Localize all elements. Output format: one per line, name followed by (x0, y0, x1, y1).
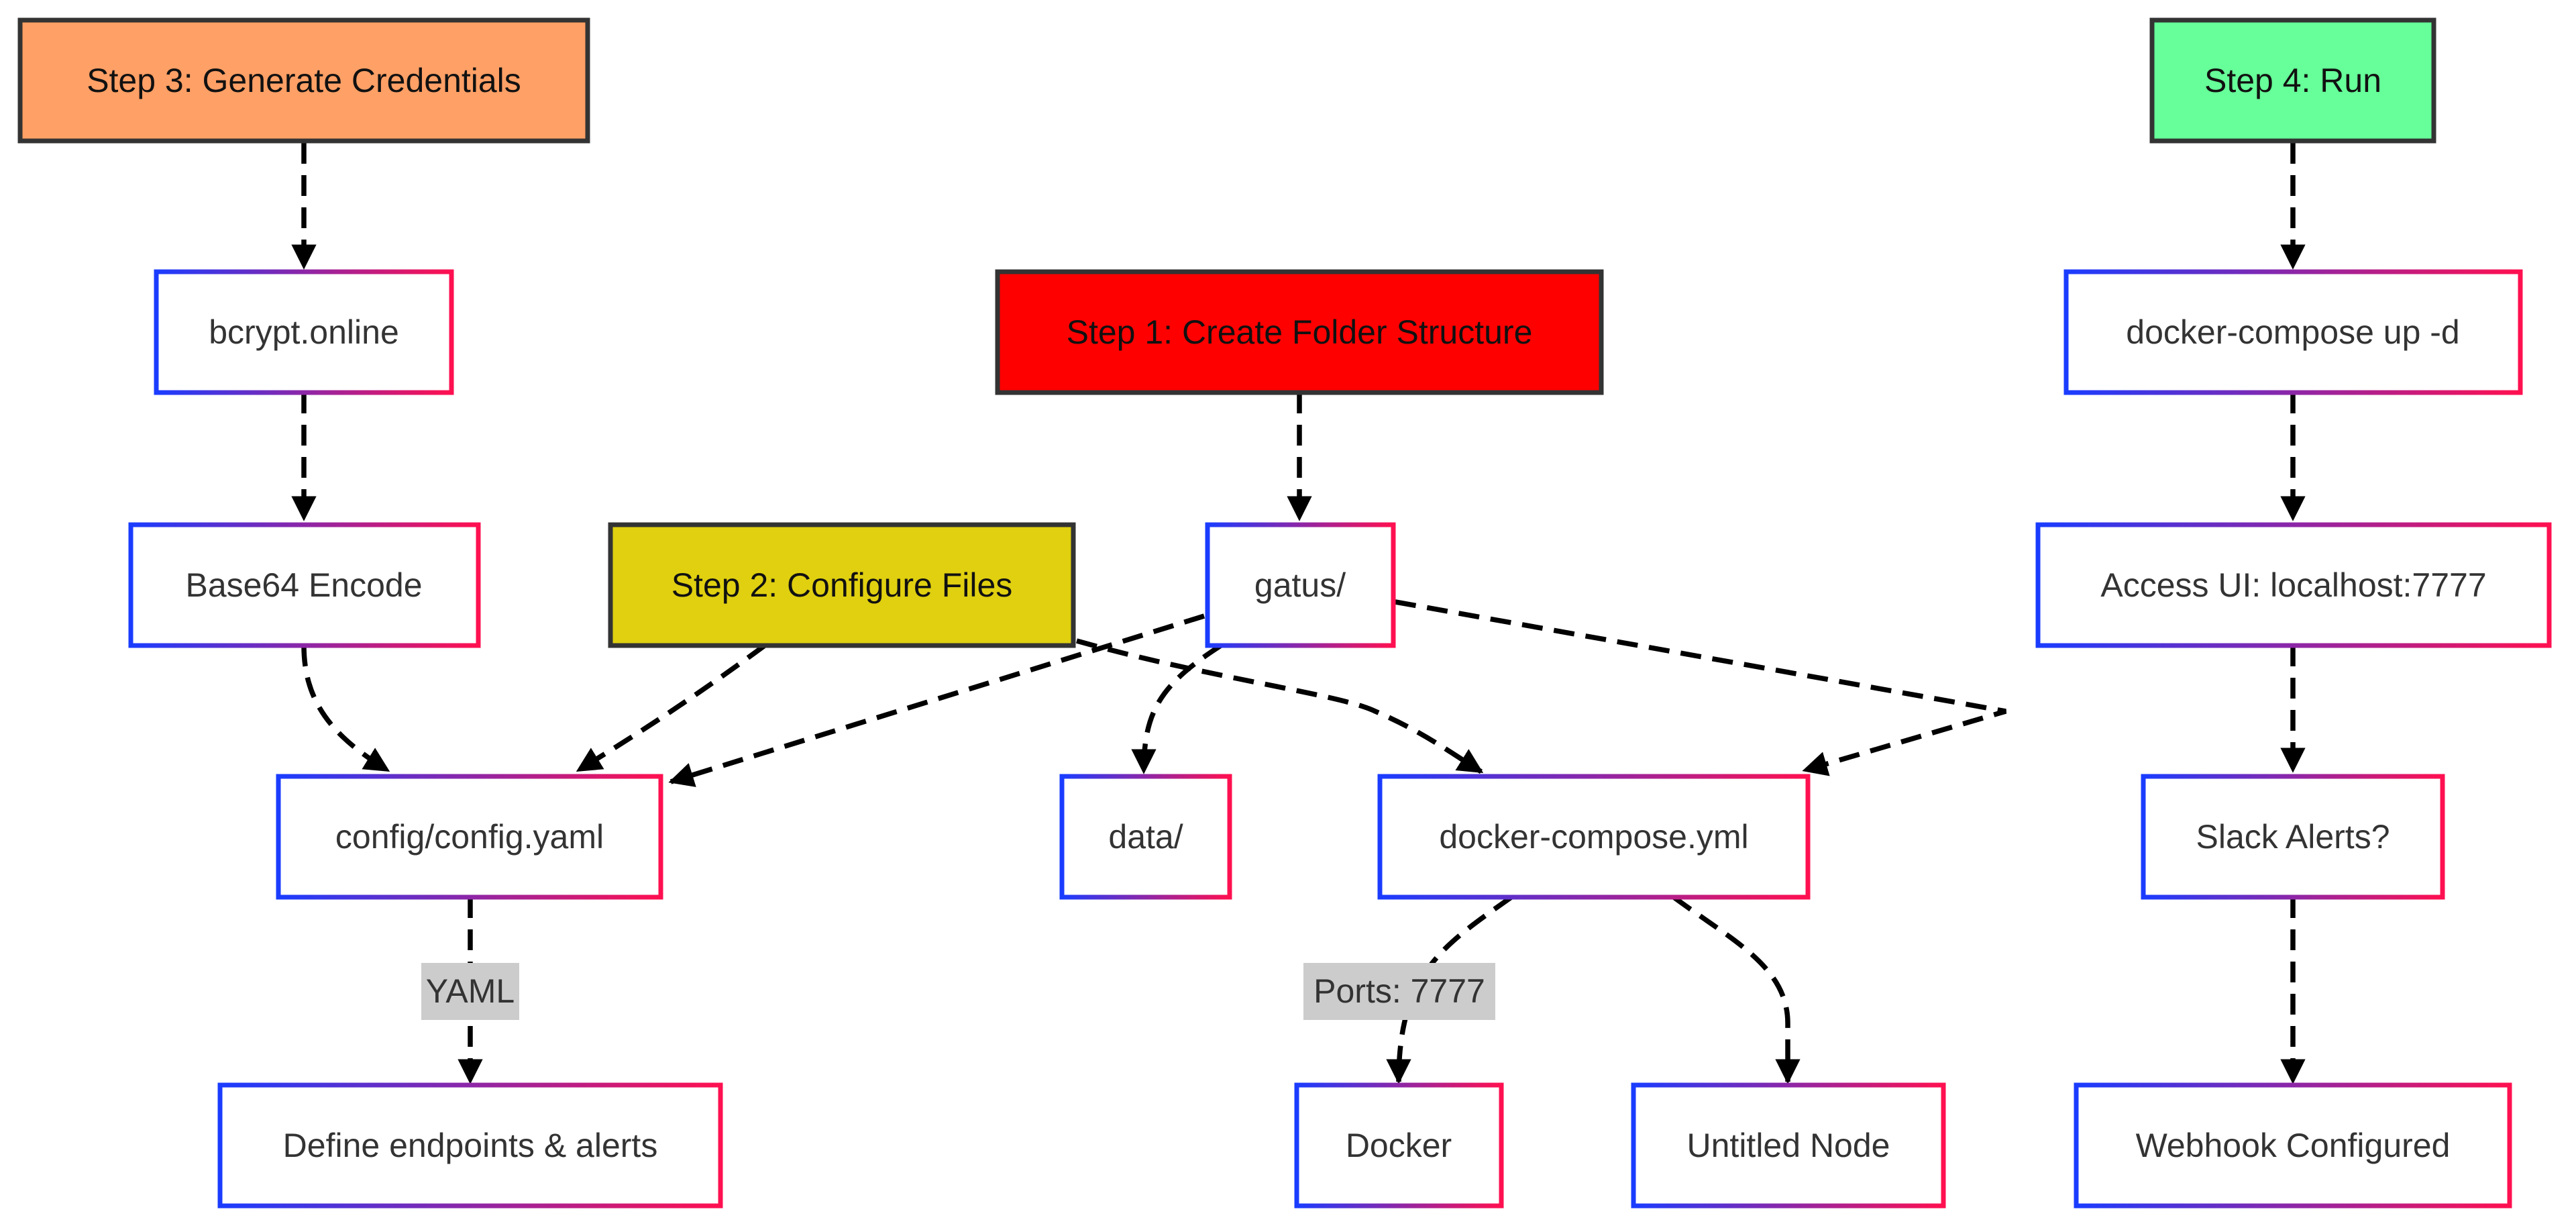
node-define-endpoints-label: Define endpoints & alerts (283, 1127, 658, 1164)
node-compose-up-label: docker-compose up -d (2126, 313, 2459, 351)
node-data[interactable]: data/ (1059, 774, 1232, 900)
node-config-yaml[interactable]: config/config.yaml (276, 774, 663, 900)
node-docker-compose-yml-label: docker-compose.yml (1439, 818, 1748, 856)
node-webhook-label: Webhook Configured (2136, 1127, 2451, 1164)
edge-dockercompose-to-untitled (1672, 894, 1801, 1084)
node-untitled[interactable]: Untitled Node (1631, 1082, 1946, 1209)
step2-node[interactable]: Step 2: Configure Files (608, 522, 1076, 648)
edge-base64-to-config (301, 645, 390, 773)
step2-label: Step 2: Configure Files (672, 566, 1013, 604)
edge-step2-to-config (576, 643, 767, 773)
edge-label-yaml: YAML (421, 963, 519, 1020)
node-data-label: data/ (1108, 818, 1183, 856)
step1-label: Step 1: Create Folder Structure (1067, 313, 1533, 351)
node-define-endpoints[interactable]: Define endpoints & alerts (217, 1082, 723, 1209)
node-docker-compose-yml[interactable]: docker-compose.yml (1377, 774, 1811, 900)
node-webhook[interactable]: Webhook Configured (2074, 1082, 2512, 1209)
node-bcrypt[interactable]: bcrypt.online (154, 269, 454, 395)
step4-label: Step 4: Run (2204, 62, 2381, 99)
step4-node[interactable]: Step 4: Run (2149, 17, 2436, 144)
node-slack-alerts[interactable]: Slack Alerts? (2141, 774, 2445, 900)
node-slack-alerts-label: Slack Alerts? (2196, 818, 2390, 856)
edge-step2-to-dockercompose (1075, 638, 1484, 774)
node-untitled-label: Untitled Node (1687, 1127, 1890, 1164)
node-gatus[interactable]: gatus/ (1205, 522, 1396, 648)
step3-node[interactable]: Step 3: Generate Credentials (17, 17, 590, 144)
edge-gatus-to-dockercompose (1395, 599, 2007, 776)
node-base64-label: Base64 Encode (185, 566, 422, 604)
step1-node[interactable]: Step 1: Create Folder Structure (995, 269, 1604, 395)
edge-gatus-to-config (668, 613, 1205, 787)
node-compose-up[interactable]: docker-compose up -d (2063, 269, 2523, 395)
edge-label-yaml-text: YAML (426, 972, 515, 1010)
node-access-ui-label: Access UI: localhost:7777 (2100, 566, 2486, 604)
step3-label: Step 3: Generate Credentials (87, 62, 521, 99)
node-config-yaml-label: config/config.yaml (335, 818, 604, 856)
node-access-ui[interactable]: Access UI: localhost:7777 (2035, 522, 2552, 648)
edge-gatus-to-data (1131, 643, 1223, 774)
node-bcrypt-label: bcrypt.online (209, 313, 399, 351)
node-docker[interactable]: Docker (1294, 1082, 1504, 1209)
node-base64[interactable]: Base64 Encode (128, 522, 481, 648)
node-gatus-label: gatus/ (1254, 566, 1346, 604)
edge-label-ports: Ports: 7777 (1303, 963, 1495, 1020)
node-docker-label: Docker (1346, 1127, 1452, 1164)
edge-label-ports-text: Ports: 7777 (1313, 972, 1485, 1010)
